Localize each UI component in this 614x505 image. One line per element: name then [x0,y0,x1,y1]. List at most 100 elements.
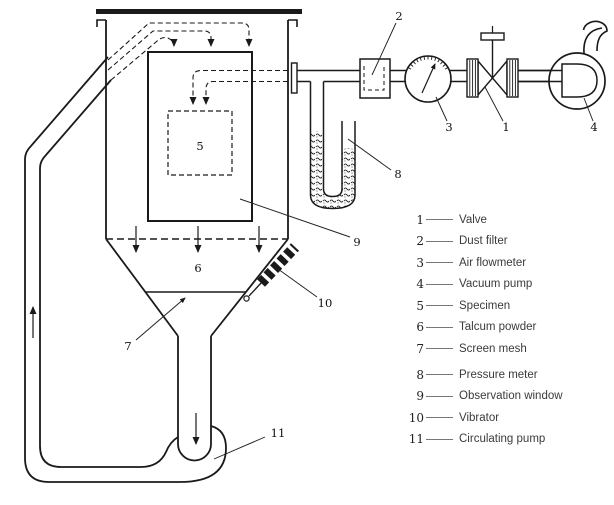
chamber-right-hook [288,19,298,27]
funnel-neck-bottom [177,443,212,462]
leader-4 [583,97,594,122]
loop-inner-wall [39,79,179,468]
legend-label: Dust filter [459,235,508,248]
airflow-arc-outer [107,22,253,61]
test-chamber [96,9,302,239]
airflow-duct-upper [189,69,288,105]
dust-filter-element [363,66,385,91]
legend-label: Vacuum pump [459,278,533,291]
circulating-loop [24,56,227,483]
airflow-arc-middle [107,30,215,71]
legend-num: 8 [416,367,424,382]
callout-3: 3 [445,120,452,134]
legend-dash [426,417,453,419]
legend-dash [426,326,453,328]
pump-impeller-bell [561,63,598,98]
airflow-duct-lower [202,80,288,105]
chamber-lid [96,9,302,14]
legend-num: 10 [408,410,424,425]
airflow-dashed-left [107,22,253,81]
powder-fall-arrows [132,226,263,253]
air-flowmeter [404,55,452,103]
vacuum-pump [518,20,608,110]
legend-num: 2 [416,234,424,249]
legend-dash [426,305,453,307]
callout-9: 9 [353,235,360,249]
vibrator-band [257,243,299,287]
manometer-fluid [310,131,355,209]
flowmeter-needle [421,63,436,94]
vibrator-rod [248,281,263,297]
legend-num: 9 [416,389,424,404]
manometer-outer-bend [309,194,356,210]
legend-num: 5 [416,298,424,313]
funnel-left-slope [105,238,179,337]
legend-label: Talcum powder [459,321,537,334]
observation-window [147,51,253,222]
valve-flange-right-hatch [509,60,516,96]
legend-dash [426,240,453,242]
legend-label: Vibrator [459,411,500,424]
callout-10: 10 [318,296,333,310]
funnel-right-slope [210,238,289,337]
callout-5: 5 [196,139,203,153]
legend-item-vibrator: 10 Vibrator [404,407,563,429]
callout-1: 1 [502,120,509,134]
valve-handle [480,32,505,41]
legend-item-dust-filter: 2 Dust filter [404,231,563,253]
legend-item-vacuum-pump: 4 Vacuum pump [404,274,563,296]
legend-num: 11 [408,432,424,447]
legend-label: Valve [459,213,487,226]
pump-outlet-curl-outer [582,20,608,52]
callout-numbers: 2 3 1 4 8 9 6 7 10 11 [124,9,597,440]
legend-label: Pressure meter [459,368,538,381]
specimen-box: 5 [167,110,233,176]
loop-outer-wall [24,56,227,483]
pipe-flange [290,62,298,94]
callout-8: 8 [394,167,401,181]
legend-num: 3 [416,255,424,270]
legend-dash [426,219,453,221]
leader-2 [371,22,397,76]
airflow-dashed-right [189,69,288,105]
callout-11: 11 [271,426,286,440]
callout-6: 6 [194,261,201,275]
valve-body-left [477,59,494,97]
legend-dash [426,438,453,440]
chamber-left-hook [96,19,106,27]
legend-label: Screen mesh [459,342,527,355]
valve-body-right [491,59,508,97]
leader-10 [277,268,318,298]
legend-item-air-flowmeter: 3 Air flowmeter [404,252,563,274]
legend-dash [426,283,453,285]
pump-inlet-pipe [518,69,562,83]
vibrator [243,243,299,302]
leader-3 [435,96,448,122]
airflow-arc-inner [110,36,178,81]
leader-8 [347,138,392,171]
u-tube-manometer [309,81,356,210]
legend-num: 6 [416,320,424,335]
vibrator-knob [243,295,250,302]
leader-9 [239,198,351,238]
valve [466,26,519,98]
legend-num: 4 [416,277,424,292]
legend-dash [426,262,453,264]
leader-7 [135,297,186,341]
callout-leaders [135,22,594,460]
pipe-seg [450,69,467,83]
leader-11 [213,436,266,460]
callout-7: 7 [124,339,131,353]
legend-label: Air flowmeter [459,256,527,269]
flowmeter-scale-ticks [407,56,449,70]
callout-4: 4 [590,120,597,134]
valve-flange-left-hatch [469,60,476,96]
